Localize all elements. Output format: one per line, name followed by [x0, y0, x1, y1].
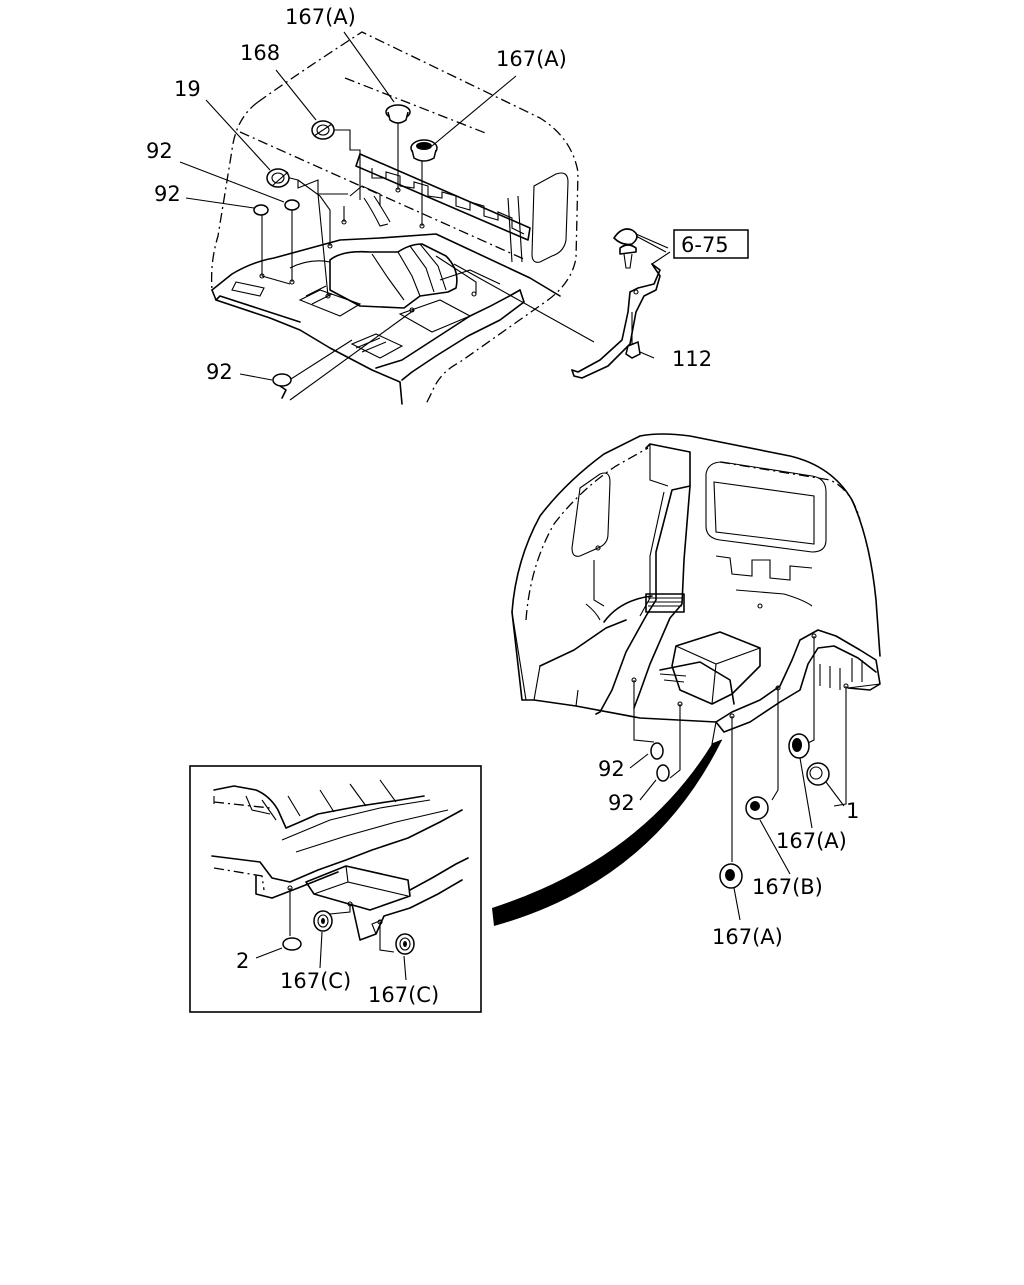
plug-167a-right-icon — [410, 139, 438, 162]
label-167a-top: 167(A) — [285, 5, 356, 29]
plug-167a-mid-icon — [788, 733, 810, 759]
plug-167b-icon — [745, 796, 769, 820]
detail-callout-pointer — [492, 740, 722, 926]
bracket-assembly — [571, 228, 661, 379]
washer-92-b-icon — [253, 204, 269, 216]
label-112: 112 — [672, 347, 712, 371]
washer-2-icon — [282, 937, 302, 951]
label-92-d: 92 — [598, 757, 625, 781]
plug-167a-low-icon — [719, 863, 743, 889]
washer-92-e-icon — [656, 764, 670, 782]
underside-callouts: 92 92 1 167(A) 167(B) 167(A) — [598, 753, 859, 949]
washer-92-d-icon — [650, 742, 664, 760]
plug-167c-right-icon — [395, 933, 415, 955]
label-ref-6-75: 6-75 — [681, 233, 729, 257]
label-167a-low: 167(A) — [712, 925, 783, 949]
plug-1-icon — [806, 762, 830, 786]
reference-box-6-75 — [673, 229, 749, 259]
top-cab-view — [210, 31, 749, 405]
label-92-c: 92 — [206, 360, 233, 384]
grommet-19-icon — [266, 168, 290, 188]
label-2: 2 — [236, 949, 249, 973]
label-168: 168 — [240, 41, 280, 65]
label-167a-right: 167(A) — [496, 47, 567, 71]
label-1: 1 — [846, 799, 859, 823]
label-92-e: 92 — [608, 791, 635, 815]
detail-inset: 2 167(C) 167(C) — [189, 765, 482, 1013]
label-167a-mid: 167(A) — [776, 829, 847, 853]
label-92-a: 92 — [146, 139, 173, 163]
label-92-b: 92 — [154, 182, 181, 206]
underside-cab-view — [492, 433, 881, 926]
grommet-168-icon — [311, 120, 335, 140]
label-167c-left: 167(C) — [280, 969, 351, 993]
top-view-callouts: 167(A) 168 167(A) 19 92 92 92 112 6-75 — [146, 5, 729, 384]
label-19: 19 — [174, 77, 201, 101]
washer-92-a-icon — [284, 199, 300, 211]
plug-167c-left-icon — [313, 910, 333, 932]
plug-167a-top-icon — [385, 104, 411, 124]
label-167c-right: 167(C) — [368, 983, 439, 1007]
label-167b: 167(B) — [752, 875, 823, 899]
inset-frame — [189, 765, 482, 1013]
washer-92-c-icon — [272, 373, 292, 387]
